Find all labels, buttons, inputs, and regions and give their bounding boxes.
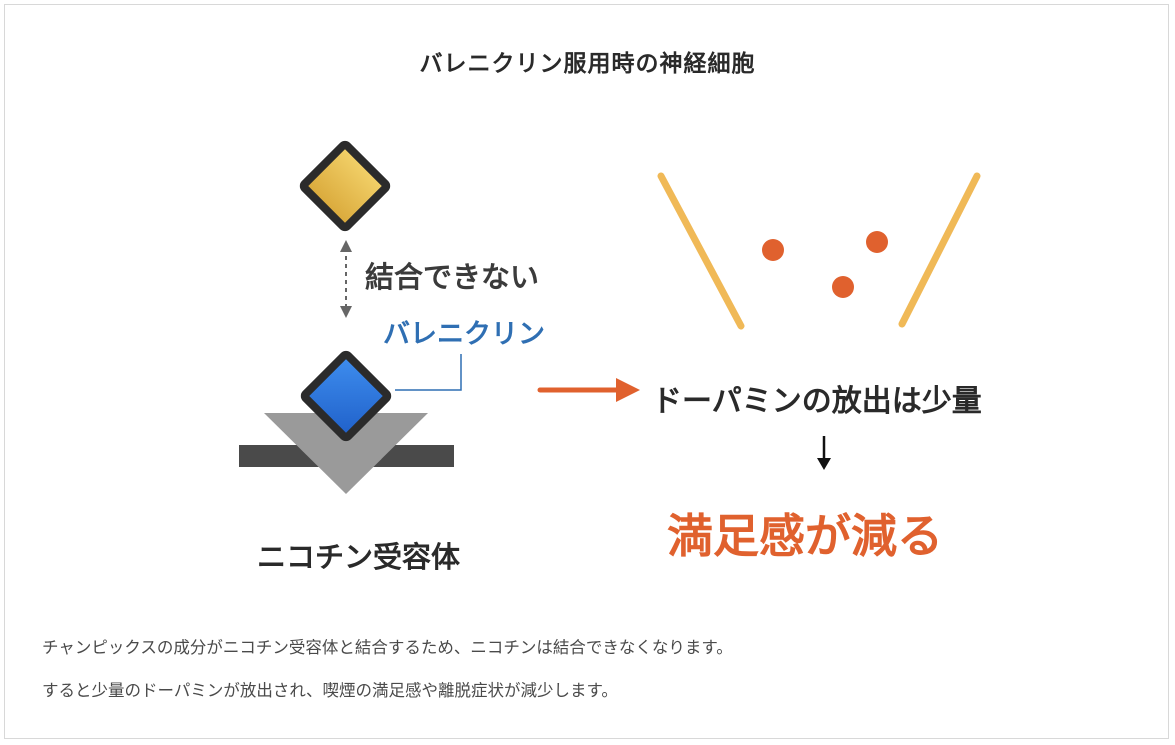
description-line-2: すると少量のドーパミンが放出され、喫煙の満足感や離脱症状が減少します。 bbox=[42, 681, 618, 700]
dopamine-dot bbox=[762, 239, 784, 261]
arrow-down-icon bbox=[817, 458, 831, 470]
dopamine-release-label: ドーパミンの放出は少量 bbox=[652, 384, 982, 419]
varenicline-leader-line bbox=[395, 354, 462, 391]
diagram-frame bbox=[4, 4, 1169, 739]
varenicline-label: バレニクリン bbox=[383, 319, 545, 350]
receptor-label: ニコチン受容体 bbox=[257, 540, 461, 574]
dopamine-dot bbox=[832, 276, 854, 298]
cannot-bind-label: 結合できない bbox=[365, 260, 540, 294]
arrowhead-up-icon bbox=[340, 240, 352, 252]
synapse-wall-left bbox=[657, 172, 745, 330]
dopamine-dot bbox=[866, 231, 888, 253]
varenicline-molecule bbox=[300, 350, 392, 442]
description-line-1: チャンピックスの成分がニコチン受容体と結合するため、ニコチンは結合できなくなりま… bbox=[42, 638, 733, 657]
arrowhead-down-icon bbox=[340, 306, 352, 318]
nicotine-molecule bbox=[299, 140, 391, 232]
arrow-right-icon bbox=[616, 378, 640, 402]
synapse-wall-right bbox=[898, 172, 981, 328]
receptor-triangle bbox=[264, 413, 428, 494]
diagram-title: バレニクリン服用時の神経細胞 bbox=[419, 51, 756, 77]
satisfaction-decrease-label: 満足感が減る bbox=[667, 509, 943, 563]
